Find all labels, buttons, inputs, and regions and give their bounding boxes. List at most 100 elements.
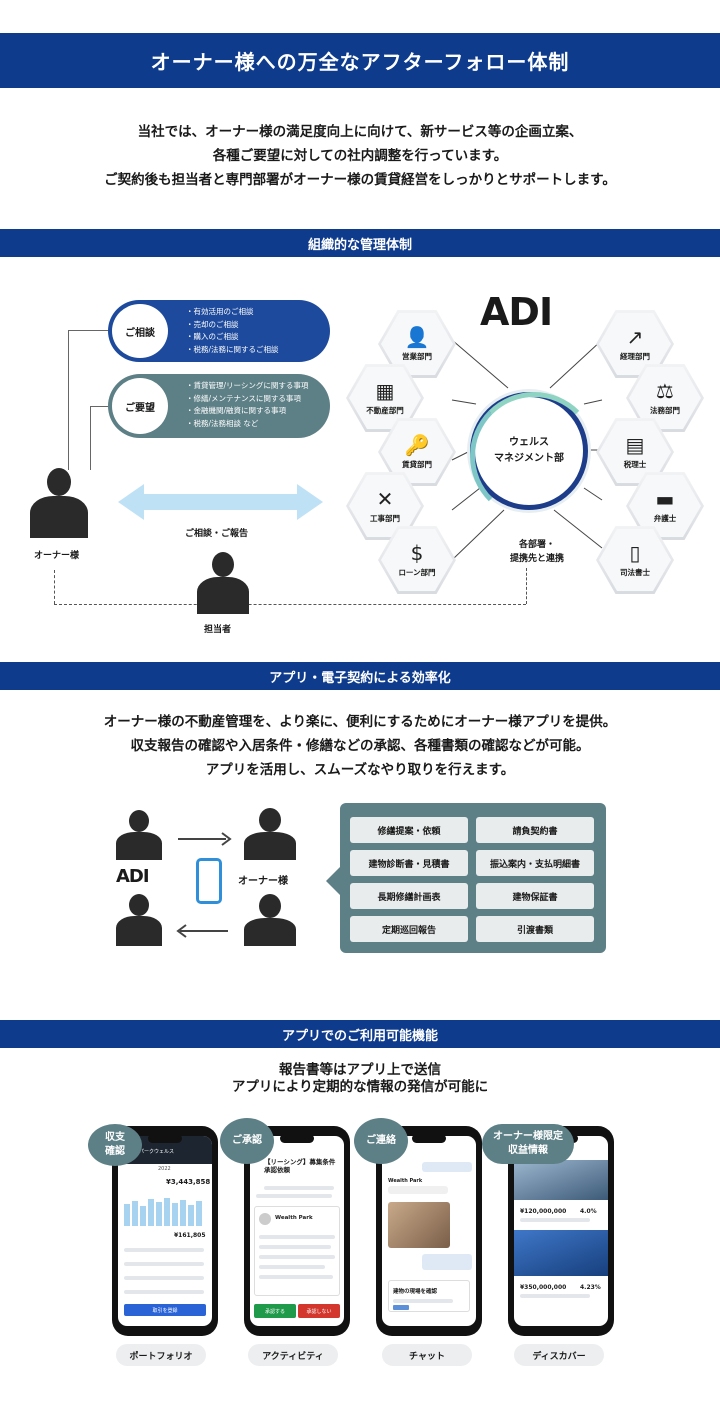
building-icon: ▦ (375, 379, 395, 403)
features-lead-line: アプリにより定期的な情報の発信が可能に (231, 1079, 489, 1095)
app-lead-line: 収支報告の確認や入居条件・修繕などの承認、各種書類の確認などが可能。 (130, 738, 590, 754)
tag-line: 収益情報 (508, 1145, 548, 1156)
chat-card-title: 建物の現場を確認 (393, 1289, 438, 1295)
discover-yield: 4.23% (580, 1284, 601, 1291)
phone-activity: 【リーシング】募集条件承認依頼 Wealth Park 承認する 承認しない (244, 1126, 350, 1336)
portfolio-amount: ¥161,805 (174, 1232, 206, 1239)
list-item: 有効活用のご相談 (186, 306, 279, 319)
document-icon: ▯ (629, 541, 641, 565)
discover-price: ¥350,000,000 (520, 1284, 567, 1291)
list-item: 賃貸管理/リーシングに関する事項 (186, 380, 309, 393)
tools-icon: ✕ (376, 487, 394, 511)
feature-tag: 収支 確認 (88, 1124, 142, 1166)
tag-line: 収支 (105, 1132, 125, 1143)
list-item: 売却のご相談 (186, 319, 279, 332)
chat-sender: Wealth Park (388, 1178, 423, 1184)
discover-screen: ¥120,000,000 4.0% ¥350,000,000 4.23% (514, 1136, 608, 1326)
scales-icon: ⚖ (656, 379, 674, 403)
key-icon: 🔑 (404, 433, 430, 457)
feature-label: ポートフォリオ (116, 1344, 206, 1366)
arrow-right-head-icon (221, 832, 232, 846)
partners-line: 提携先と連携 (509, 554, 564, 564)
document-item: 長期修繕計画表 (350, 883, 468, 909)
dept-name: 経理部門 (620, 352, 650, 361)
wealth-management-hub: ウェルス マネジメント部 (470, 392, 598, 520)
owner-silhouette-icon (242, 808, 298, 860)
owner-label: オーナー様 (238, 876, 288, 887)
adi-logo: ADI (480, 290, 553, 334)
reject-button[interactable]: 承認しない (298, 1304, 340, 1318)
building-photo (514, 1160, 608, 1200)
arrow-left-icon (180, 930, 228, 932)
money-icon: $ (410, 541, 424, 565)
avatar (259, 1213, 271, 1225)
connector-line (68, 330, 69, 470)
partners-label: 各部署・ 提携先と連携 (505, 538, 569, 566)
tag-line: 確認 (105, 1146, 125, 1157)
calculator-icon: ▤ (625, 433, 645, 457)
feature-tag: ご連絡 (354, 1118, 408, 1164)
owner-silhouette-icon (28, 468, 90, 538)
feature-tag: ご承認 (220, 1118, 274, 1164)
tag-line: オーナー様限定 (493, 1131, 563, 1142)
activity-company: Wealth Park (275, 1215, 313, 1221)
partners-line: 各部署・ (518, 540, 555, 550)
intro-line: 各種ご要望に対しての社内調整を行っています。 (212, 148, 508, 164)
dept-name: 司法書士 (620, 568, 650, 577)
arrow-label: ご相談・ご報告 (185, 529, 249, 539)
approve-button[interactable]: 承認する (254, 1304, 296, 1318)
chat-screen: Wealth Park 建物の現場を確認 (382, 1136, 476, 1326)
hex-dept: 👤 営業部門 (378, 310, 456, 378)
staff-silhouette-icon (114, 810, 164, 860)
app-lead-line: オーナー様の不動産管理を、より楽に、便利にするためにオーナー様アプリを提供。 (103, 714, 617, 730)
document-item: 振込案内・支払明細書 (476, 850, 594, 876)
adi-logo: ADI (116, 866, 150, 887)
app-lead-text: オーナー様の不動産管理を、より楽に、便利にするためにオーナー様アプリを提供。 収… (0, 710, 720, 782)
document-item: 修繕提案・依頼 (350, 817, 468, 843)
connector-line (90, 406, 91, 470)
owner-label: オーナー様 (34, 551, 80, 561)
consult-bubble: ご相談 有効活用のご相談 売却のご相談 購入のご相談 税務/法務に関するご相談 (108, 300, 330, 362)
document-item: 引渡書類 (476, 916, 594, 942)
portfolio-bar-chart (124, 1192, 206, 1226)
portfolio-year: 2022 (158, 1166, 171, 1172)
tag-line: ご承認 (232, 1135, 262, 1146)
hex-dept: ⚖ 法務部門 (626, 364, 704, 432)
section-title: アプリ・電子契約による効率化 (269, 670, 451, 686)
document-item: 請負契約書 (476, 817, 594, 843)
page-title-banner: オーナー様への万全なアフターフォロー体制 (0, 33, 720, 88)
section-bar-features: アプリでのご利用可能機能 (0, 1020, 720, 1048)
building-photo (514, 1230, 608, 1276)
document-item: 定期巡回報告 (350, 916, 468, 942)
hex-dept: ▦ 不動産部門 (346, 364, 424, 432)
connector-line (68, 330, 108, 331)
portfolio-register-button[interactable]: 取引を登録 (124, 1304, 206, 1316)
arrow-right-icon (178, 838, 226, 840)
hub-line: ウェルス (509, 437, 549, 448)
gavel-icon: ▬ (655, 487, 675, 511)
app-lead-line: アプリを活用し、スムーズなやり取りを行えます。 (205, 762, 515, 778)
feature-label: チャット (382, 1344, 472, 1366)
consult-label: ご相談 (112, 304, 168, 358)
feature-label: アクティビティ (248, 1344, 338, 1366)
document-item: 建物診断書・見積書 (350, 850, 468, 876)
double-arrow-icon (118, 484, 323, 520)
hub-line: マネジメント部 (494, 453, 564, 464)
dashed-line (54, 570, 55, 604)
intro-text: 当社では、オーナー様の満足度向上に向けて、新サービス等の企画立案、 各種ご要望に… (0, 120, 720, 192)
list-item: 税務/法務相談 など (186, 418, 308, 431)
dept-name: 営業部門 (402, 352, 432, 361)
smartphone-icon (196, 858, 222, 904)
dept-name: ローン部門 (398, 568, 436, 577)
list-item: 購入のご相談 (186, 331, 279, 344)
staff-label: 担当者 (204, 625, 232, 635)
person-icon: 👤 (404, 325, 430, 349)
dept-name: 税理士 (623, 460, 647, 469)
list-item: 修繕/メンテナンスに関する事項 (186, 393, 308, 406)
owner-silhouette-icon (242, 894, 298, 946)
dept-name: 賃貸部門 (402, 460, 432, 469)
dashed-line (54, 604, 526, 605)
portfolio-amount: ¥3,443,858 (166, 1178, 211, 1186)
staff-silhouette-icon (114, 894, 164, 946)
request-bubble: ご要望 賃貸管理/リーシングに関する事項 修繕/メンテナンスに関する事項 金融機… (108, 374, 330, 438)
